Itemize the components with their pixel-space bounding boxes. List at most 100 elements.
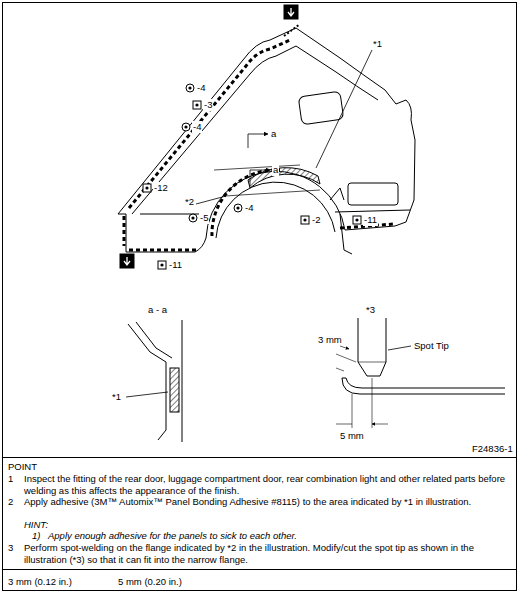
frame-rule bbox=[3, 569, 517, 570]
inner-bracket bbox=[330, 188, 352, 254]
step-number: 3 bbox=[8, 542, 13, 554]
unit-conversion: 5 mm (0.20 in.) bbox=[118, 576, 182, 588]
spot-weld-symbol bbox=[189, 214, 197, 222]
weld-line bbox=[129, 40, 290, 208]
callout-number: *3 bbox=[366, 304, 375, 316]
weld-icon bbox=[120, 254, 134, 268]
flange bbox=[342, 378, 505, 394]
note-text: Perform spot-welding on the flange indic… bbox=[24, 542, 512, 565]
spot-tip-detail bbox=[336, 318, 505, 428]
leader-line bbox=[316, 50, 372, 168]
cut-mark bbox=[120, 5, 300, 268]
leader bbox=[196, 50, 372, 204]
section-arrow bbox=[250, 170, 270, 186]
callout-number: -11 bbox=[168, 259, 183, 271]
leader-line bbox=[196, 196, 226, 204]
spot-tip bbox=[358, 318, 386, 376]
symbol-dot bbox=[355, 218, 358, 221]
plug-weld-symbol bbox=[158, 261, 166, 269]
weld-icon-arrow bbox=[124, 257, 130, 265]
dimension-line bbox=[336, 354, 356, 371]
page-frame bbox=[3, 3, 517, 591]
callout-number: *1 bbox=[372, 38, 383, 50]
weld-line bbox=[123, 216, 126, 246]
callout-number: -11 bbox=[363, 214, 378, 226]
fuel-door-opening bbox=[298, 91, 343, 125]
callout-number: -12 bbox=[153, 182, 169, 194]
note-heading: POINT bbox=[8, 461, 37, 473]
panel-outline bbox=[118, 28, 415, 226]
section-panel bbox=[128, 324, 166, 440]
symbol-square bbox=[143, 184, 151, 192]
cut-line bbox=[284, 24, 300, 36]
spot-weld-symbol bbox=[234, 204, 242, 212]
symbol-ring bbox=[234, 204, 242, 212]
symbol-ring bbox=[186, 84, 194, 92]
step-number: 1) bbox=[32, 530, 40, 542]
weld-line bbox=[124, 40, 394, 250]
weld-icon bbox=[284, 5, 298, 19]
symbol-dot bbox=[236, 206, 239, 209]
callout-number: *2 bbox=[184, 196, 195, 208]
spot-weld-symbol bbox=[182, 123, 190, 131]
symbol-dot bbox=[303, 218, 306, 221]
step-number: 1 bbox=[8, 473, 13, 485]
weld-line bbox=[129, 249, 196, 252]
symbol-square bbox=[301, 216, 309, 224]
callout-number: -5 bbox=[199, 212, 209, 224]
callout-number: *1 bbox=[112, 391, 121, 403]
callout-number: -3 bbox=[203, 99, 213, 111]
hint-text: Apply enough adhesive for the panels to … bbox=[48, 530, 508, 542]
plug-weld-symbol bbox=[353, 216, 361, 224]
callout-number: -2 bbox=[311, 214, 321, 226]
weld-icon-arrow bbox=[288, 8, 294, 16]
plug-weld-symbol bbox=[193, 101, 201, 109]
section-label: a bbox=[270, 128, 277, 140]
section-panel bbox=[136, 322, 172, 358]
symbol-dot bbox=[195, 103, 198, 106]
symbol-dot bbox=[145, 186, 148, 189]
step-number: 2 bbox=[8, 496, 13, 508]
symbol-square bbox=[158, 261, 166, 269]
unit-conversion: 3 mm (0.12 in.) bbox=[8, 576, 72, 588]
section-arrow bbox=[248, 134, 268, 148]
symbol-dot bbox=[188, 86, 191, 89]
spot-tip-edge bbox=[358, 362, 386, 363]
symbol-square bbox=[193, 101, 201, 109]
section-title: a - a bbox=[148, 304, 167, 316]
section-a-a bbox=[126, 320, 182, 442]
symbol-dot bbox=[184, 125, 187, 128]
pillar-inner-edge bbox=[132, 46, 378, 214]
dimension: 3 mm bbox=[318, 334, 342, 346]
note-text: Apply adhesive (3M™ Automix™ Panel Bondi… bbox=[24, 496, 512, 508]
section-outer-panel bbox=[182, 320, 183, 442]
extension-line bbox=[352, 378, 372, 428]
callout-number: -4 bbox=[244, 202, 254, 214]
plug-weld-symbol bbox=[301, 216, 309, 224]
dimension-arrow bbox=[340, 346, 349, 349]
symbol-dot bbox=[160, 263, 163, 266]
leader-line bbox=[126, 392, 168, 397]
symbol-square bbox=[353, 216, 361, 224]
symbol-ring bbox=[189, 214, 197, 222]
callout-number: -4 bbox=[196, 82, 206, 94]
wheel-arch bbox=[206, 171, 345, 238]
quarter-panel bbox=[118, 28, 415, 254]
part-name: Spot Tip bbox=[414, 340, 449, 352]
callout-number: -4 bbox=[192, 121, 202, 133]
panel-edge bbox=[118, 214, 126, 215]
frame-rule bbox=[3, 457, 517, 458]
section-label: a bbox=[272, 164, 279, 176]
symbol-ring bbox=[182, 123, 190, 131]
plug-weld-symbol bbox=[143, 184, 151, 192]
figure-number: F24836-1 bbox=[472, 443, 513, 455]
sill-edge bbox=[126, 214, 206, 252]
note-text: Inspect the fitting of the rear door, lu… bbox=[24, 473, 512, 496]
dimension-arrow bbox=[336, 424, 388, 425]
spot-weld-symbol bbox=[186, 84, 194, 92]
dimension: 5 mm bbox=[340, 430, 364, 442]
weld-line bbox=[212, 170, 280, 236]
symbol-dot bbox=[191, 216, 194, 219]
hint-heading: HINT: bbox=[24, 519, 48, 531]
